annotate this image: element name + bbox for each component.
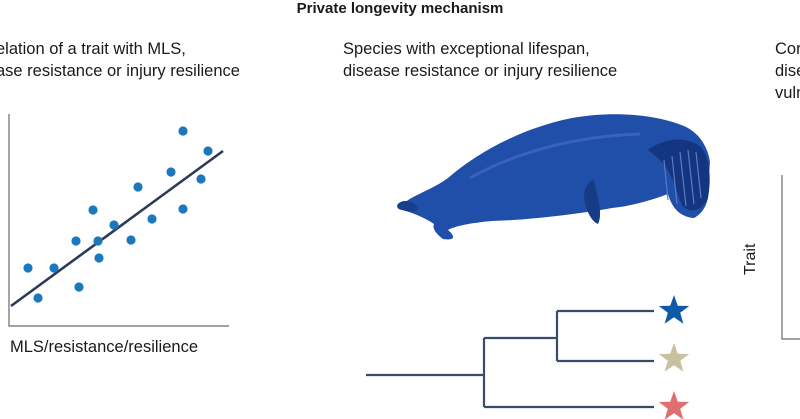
- scatter-point: [93, 236, 103, 246]
- left-desc-line-1: elation of a trait with MLS,: [0, 40, 186, 58]
- star-icon: [658, 391, 690, 419]
- scatter-point: [178, 204, 188, 214]
- left-panel-description: elation of a trait with MLS, ase resista…: [0, 38, 240, 82]
- mid-desc-line-2: disease resistance or injury resilience: [343, 62, 618, 80]
- scatter-point: [33, 293, 43, 303]
- star-icon: [658, 295, 690, 324]
- whale-highlight: [469, 132, 641, 180]
- scatter-point: [196, 174, 206, 184]
- whale-mouth: [648, 139, 710, 211]
- scatter-point: [49, 263, 59, 273]
- scatter-point: [126, 235, 136, 245]
- scatter-point: [23, 263, 33, 273]
- right-desc-line-1: Cor: [775, 40, 800, 58]
- whale-flipper: [584, 180, 601, 224]
- scatter-point: [88, 205, 98, 215]
- scatter-point: [133, 182, 143, 192]
- scatter-point: [94, 253, 104, 263]
- scatter-point: [203, 146, 213, 156]
- right-desc-line-2: dise: [775, 62, 800, 80]
- scatter-point: [147, 214, 157, 224]
- right-desc-line-3: vuln: [775, 84, 800, 102]
- panel-heading: Private longevity mechanism: [296, 0, 504, 17]
- right-plot-axes: [781, 175, 800, 340]
- phylogenetic-tree: [366, 309, 654, 409]
- tree-stars: [658, 295, 690, 419]
- right-panel-description: Cor dise vuln: [775, 38, 800, 104]
- middle-panel-description: Species with exceptional lifespan, disea…: [343, 38, 617, 82]
- scatter-axes: [8, 114, 229, 327]
- scatter-point: [178, 126, 188, 136]
- star-icon: [658, 343, 690, 372]
- scatter-plot: [8, 114, 229, 327]
- whale-fluke: [397, 201, 418, 212]
- x-axis-label: MLS/resistance/resilience: [10, 338, 198, 356]
- scatter-point: [74, 282, 84, 292]
- whale-baleen: [663, 149, 702, 207]
- mid-desc-line-1: Species with exceptional lifespan,: [343, 40, 590, 58]
- scatter-point: [166, 167, 176, 177]
- scatter-point: [71, 236, 81, 246]
- trend-line: [10, 149, 224, 308]
- scatter-point: [109, 220, 119, 230]
- whale-body: [402, 114, 710, 240]
- whale-illustration: [397, 114, 710, 240]
- left-desc-line-2: ase resistance or injury resilience: [0, 62, 240, 80]
